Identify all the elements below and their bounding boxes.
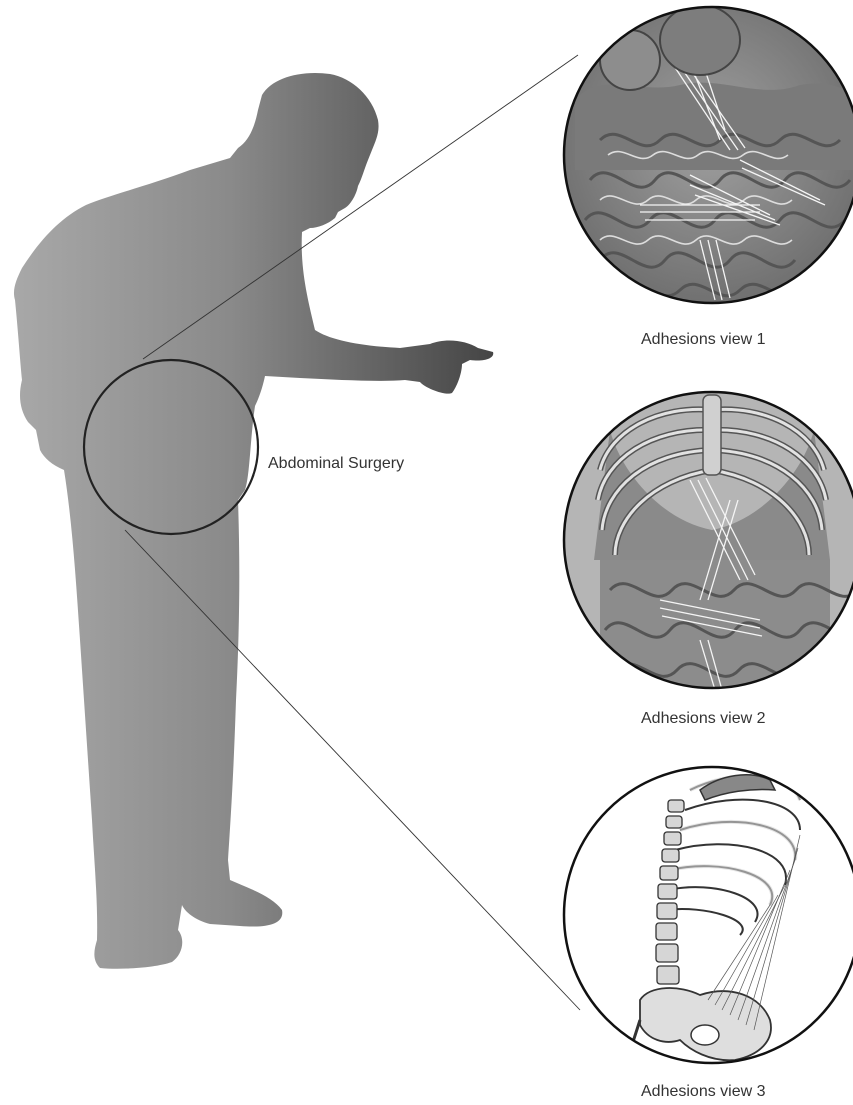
adhesions-view-2-label: Adhesions view 2 [641,710,766,728]
adhesions-view-1-label: Adhesions view 1 [641,331,766,349]
man-silhouette-icon [14,73,493,969]
abdominal-surgery-label: Abdominal Surgery [268,455,404,473]
intestinal-adhesions-icon [560,0,853,310]
ribcage-abdomen-adhesions-icon [560,390,853,700]
adhesions-view-3-label: Adhesions view 3 [641,1083,766,1101]
spine-pelvis-adhesions-icon [560,765,853,1065]
